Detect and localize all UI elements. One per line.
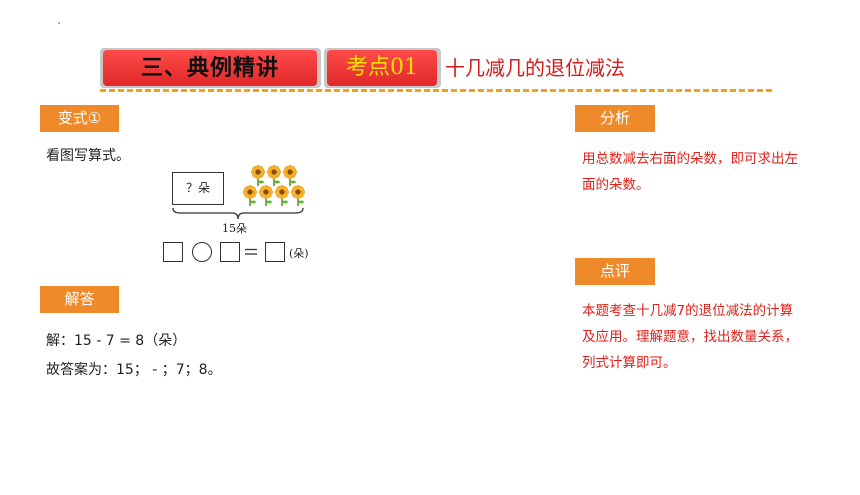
answer-square-2 bbox=[220, 242, 240, 262]
answer-line-1: 解：15 - 7 = 8（朵） bbox=[46, 333, 187, 349]
unit-label: (朵) bbox=[289, 247, 309, 260]
operator-circle bbox=[192, 242, 212, 262]
flower-group-icon bbox=[243, 165, 306, 206]
flower-icon bbox=[243, 184, 258, 206]
topic-title: 十几减几的退位减法 bbox=[445, 56, 625, 80]
answer-square-3 bbox=[265, 242, 285, 262]
review-line-2: 及应用。理解题意，找出数量关系， bbox=[582, 329, 798, 345]
unknown-count-box: ？朵 bbox=[172, 172, 224, 205]
review-label: 点评 bbox=[575, 258, 655, 285]
answer-label: 解答 bbox=[40, 286, 119, 313]
flower-icon bbox=[251, 165, 266, 186]
flower-icon bbox=[258, 184, 274, 206]
flower-icon bbox=[283, 165, 298, 186]
analysis-line-2: 面的朵数。 bbox=[582, 177, 650, 193]
analysis-label: 分析 bbox=[575, 105, 655, 132]
equals-sign-icon bbox=[245, 248, 257, 255]
review-line-1: 本题考查十几减7的退位减法的计算 bbox=[582, 303, 794, 319]
section-title: 三、典例精讲 bbox=[103, 50, 317, 86]
total-brace-icon bbox=[172, 207, 304, 220]
answer-square-1 bbox=[163, 242, 183, 262]
answer-line-2: 故答案为：15； - ；7；8。 bbox=[46, 362, 222, 378]
header-divider bbox=[100, 89, 772, 92]
decorative-dot bbox=[58, 22, 60, 24]
analysis-line-1: 用总数减去右面的朵数，即可求出左 bbox=[582, 151, 798, 167]
flower-icon bbox=[266, 165, 282, 186]
variant-label: 变式① bbox=[40, 105, 119, 132]
flower-icon bbox=[275, 184, 290, 206]
total-label: 15朵 bbox=[222, 222, 247, 235]
question-text: 看图写算式。 bbox=[46, 148, 130, 164]
topic-tag: 考点01 bbox=[327, 50, 437, 86]
flower-icon bbox=[291, 184, 306, 206]
review-line-3: 列式计算即可。 bbox=[582, 355, 677, 371]
